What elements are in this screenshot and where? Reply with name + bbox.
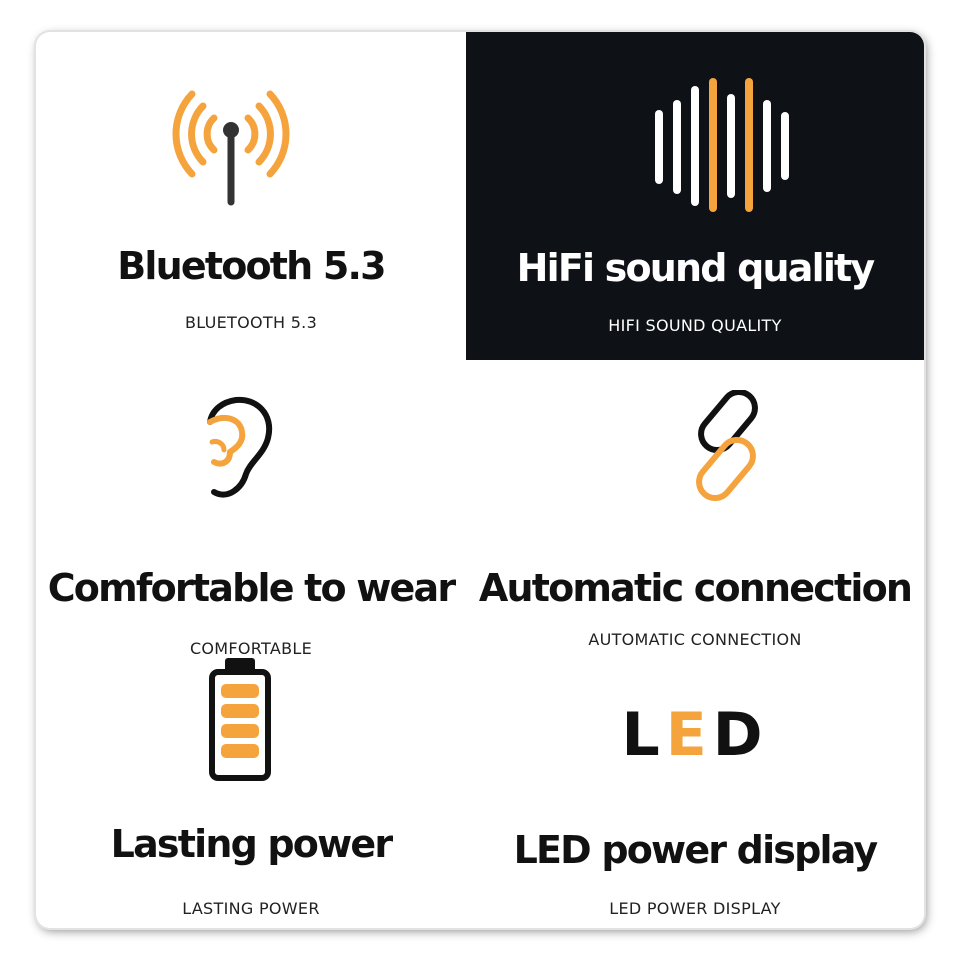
feature-lasting-power: Lasting power LASTING POWER (36, 650, 466, 928)
feature-subtitle: COMFORTABLE (189, 639, 313, 658)
feature-subtitle: HIFI SOUND QUALITY (608, 316, 782, 335)
feature-title: Comfortable to wear (47, 566, 456, 610)
feature-title: Automatic connection (478, 566, 913, 610)
feature-subtitle: AUTOMATIC CONNECTION (588, 630, 802, 649)
feature-title: LED power display (513, 828, 879, 872)
led-letter-l: L (621, 700, 666, 770)
led-icon: LED (466, 700, 924, 770)
feature-led-display: LED LED power display LED POWER DISPLAY (466, 650, 924, 928)
feature-hifi: HiFi sound quality HIFI SOUND QUALITY (466, 32, 924, 360)
feature-title: HiFi sound quality (516, 246, 876, 290)
sound-wave-icon (655, 78, 789, 212)
feature-comfortable: Comfortable to wear COMFORTABLE (36, 360, 466, 658)
link-icon (696, 390, 758, 502)
feature-title: Bluetooth 5.3 (117, 244, 386, 288)
ear-icon (207, 396, 273, 498)
feature-subtitle: LASTING POWER (182, 899, 320, 918)
feature-automatic-connection: Automatic connection AUTOMATIC CONNECTIO… (466, 360, 924, 650)
feature-card: Bluetooth 5.3 BLUETOOTH 5.3 HiFi sound q… (36, 32, 924, 928)
battery-icon (209, 658, 271, 781)
led-letter-e: E (665, 700, 713, 770)
feature-bluetooth: Bluetooth 5.3 BLUETOOTH 5.3 (36, 32, 466, 360)
feature-subtitle: LED POWER DISPLAY (609, 899, 781, 918)
feature-subtitle: BLUETOOTH 5.3 (184, 313, 318, 332)
antenna-signal-icon (172, 90, 290, 206)
led-letter-d: D (712, 700, 769, 770)
feature-title: Lasting power (110, 822, 393, 866)
